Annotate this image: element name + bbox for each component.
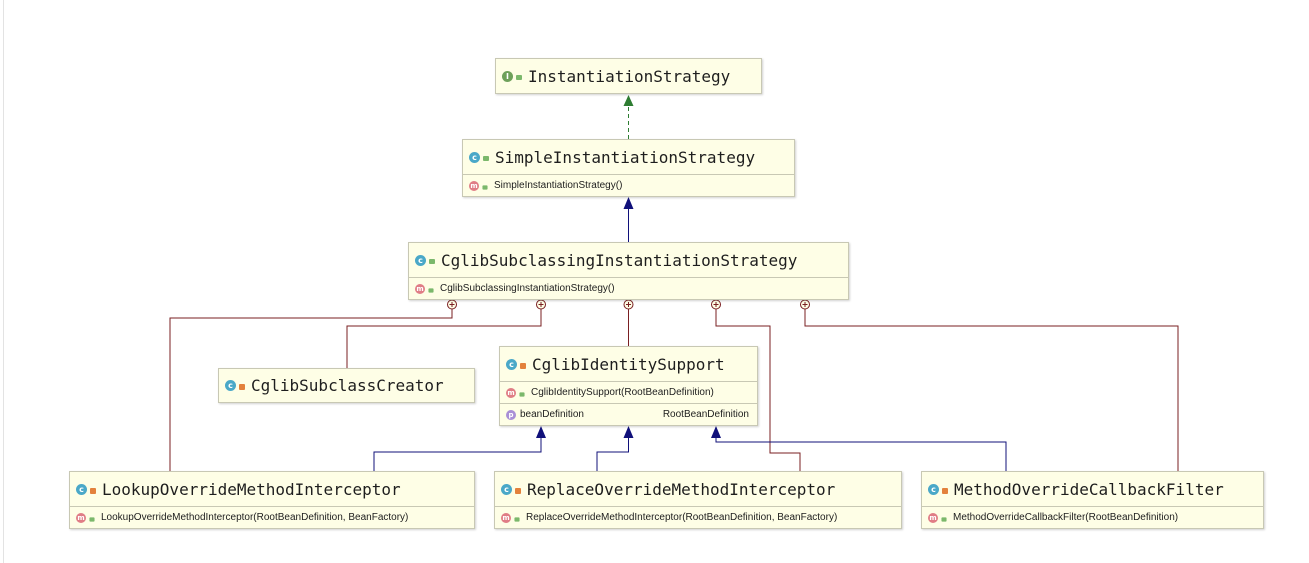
class-replace-override-method-interceptor[interactable]: c ReplaceOverrideMethodInterceptor m Rep…	[494, 471, 902, 529]
class-header: c ReplaceOverrideMethodInterceptor	[495, 472, 901, 506]
property-icon: p	[506, 409, 516, 420]
class-icon: c	[415, 254, 426, 266]
public-visibility-icon	[89, 516, 95, 522]
public-visibility-icon	[519, 391, 525, 397]
method-icon: m	[928, 512, 938, 523]
public-visibility-icon	[941, 516, 947, 522]
member-text: MethodOverrideCallbackFilter(RootBeanDef…	[953, 512, 1179, 523]
class-cglib-subclassing-instantiation-strategy[interactable]: c CglibSubclassingInstantiationStrategy …	[408, 242, 849, 300]
method-icon: m	[506, 387, 516, 398]
class-header: c MethodOverrideCallbackFilter	[922, 472, 1263, 506]
inner-class-icon: c	[225, 380, 236, 391]
public-visibility-icon	[483, 156, 489, 161]
class-name: CglibIdentitySupport	[532, 354, 725, 374]
member-text: CglibSubclassingInstantiationStrategy()	[440, 283, 615, 294]
class-method-override-callback-filter[interactable]: c MethodOverrideCallbackFilter m MethodO…	[921, 471, 1264, 529]
class-instantiation-strategy[interactable]: I InstantiationStrategy	[495, 58, 762, 94]
method-icon: m	[469, 180, 479, 191]
member-row: m LookupOverrideMethodInterceptor(RootBe…	[70, 506, 474, 528]
edge-extends-replace-to-identity	[596, 426, 634, 471]
member-row: m CglibSubclassingInstantiationStrategy(…	[409, 277, 848, 299]
method-icon: m	[76, 512, 86, 523]
member-row: m CglibIdentitySupport(RootBeanDefinitio…	[500, 381, 757, 403]
class-cglib-subclass-creator[interactable]: c CglibSubclassCreator	[218, 368, 475, 403]
edge-inner-callback-filter	[800, 299, 1179, 471]
edge-extends-cglib-to-simple	[623, 197, 634, 242]
member-text: ReplaceOverrideMethodInterceptor(RootBea…	[526, 512, 838, 523]
class-name: SimpleInstantiationStrategy	[495, 147, 756, 167]
edge-inner-lookup	[169, 299, 457, 471]
class-icon: c	[469, 151, 480, 163]
edge-extends-callback-to-identity	[711, 426, 1007, 471]
public-visibility-icon	[514, 516, 520, 522]
inner-class-icon: c	[506, 358, 517, 370]
class-header: I InstantiationStrategy	[496, 59, 761, 93]
member-text: beanDefinition	[520, 409, 584, 420]
public-visibility-icon	[516, 75, 522, 80]
member-row: m ReplaceOverrideMethodInterceptor(RootB…	[495, 506, 901, 528]
public-visibility-icon	[428, 287, 434, 293]
private-visibility-icon	[90, 487, 96, 494]
member-row: m SimpleInstantiationStrategy()	[463, 174, 794, 196]
class-header: c SimpleInstantiationStrategy	[463, 140, 794, 174]
class-name: InstantiationStrategy	[528, 66, 731, 86]
member-text: LookupOverrideMethodInterceptor(RootBean…	[101, 512, 409, 523]
class-cglib-identity-support[interactable]: c CglibIdentitySupport m CglibIdentitySu…	[499, 346, 758, 426]
private-visibility-icon	[239, 384, 245, 390]
class-header: c CglibIdentitySupport	[500, 347, 757, 381]
class-name: CglibSubclassingInstantiationStrategy	[441, 250, 798, 270]
class-name: ReplaceOverrideMethodInterceptor	[527, 479, 836, 499]
member-text: SimpleInstantiationStrategy()	[494, 180, 623, 191]
class-lookup-override-method-interceptor[interactable]: c LookupOverrideMethodInterceptor m Look…	[69, 471, 475, 529]
edge-extends-lookup-to-identity	[373, 426, 546, 471]
private-visibility-icon	[515, 487, 521, 494]
edge-implements-simple-to-instantiation	[623, 95, 634, 139]
member-row: m MethodOverrideCallbackFilter(RootBeanD…	[922, 506, 1263, 528]
private-visibility-icon	[942, 487, 948, 494]
class-name: CglibSubclassCreator	[251, 376, 444, 395]
member-row: p beanDefinition RootBeanDefinition	[500, 403, 757, 425]
canvas-left-border	[3, 0, 4, 563]
inner-class-icon: c	[501, 483, 512, 495]
member-text: CglibIdentitySupport(RootBeanDefinition)	[531, 387, 714, 398]
edge-inner-replace	[711, 299, 801, 471]
interface-icon: I	[502, 70, 513, 82]
member-type: RootBeanDefinition	[662, 409, 749, 420]
class-header: c LookupOverrideMethodInterceptor	[70, 472, 474, 506]
class-header: c CglibSubclassCreator	[219, 369, 474, 402]
class-simple-instantiation-strategy[interactable]: c SimpleInstantiationStrategy m SimpleIn…	[462, 139, 795, 197]
private-visibility-icon	[520, 362, 526, 369]
public-visibility-icon	[429, 259, 435, 264]
class-name: LookupOverrideMethodInterceptor	[102, 479, 401, 499]
inner-class-icon: c	[928, 483, 939, 495]
class-name: MethodOverrideCallbackFilter	[954, 479, 1224, 499]
edge-inner-subclass-creator	[346, 299, 546, 368]
method-icon: m	[415, 283, 425, 294]
public-visibility-icon	[482, 184, 488, 190]
edge-inner-identity-support	[623, 299, 634, 346]
method-icon: m	[501, 512, 511, 523]
class-header: c CglibSubclassingInstantiationStrategy	[409, 243, 848, 277]
inner-class-icon: c	[76, 483, 87, 495]
